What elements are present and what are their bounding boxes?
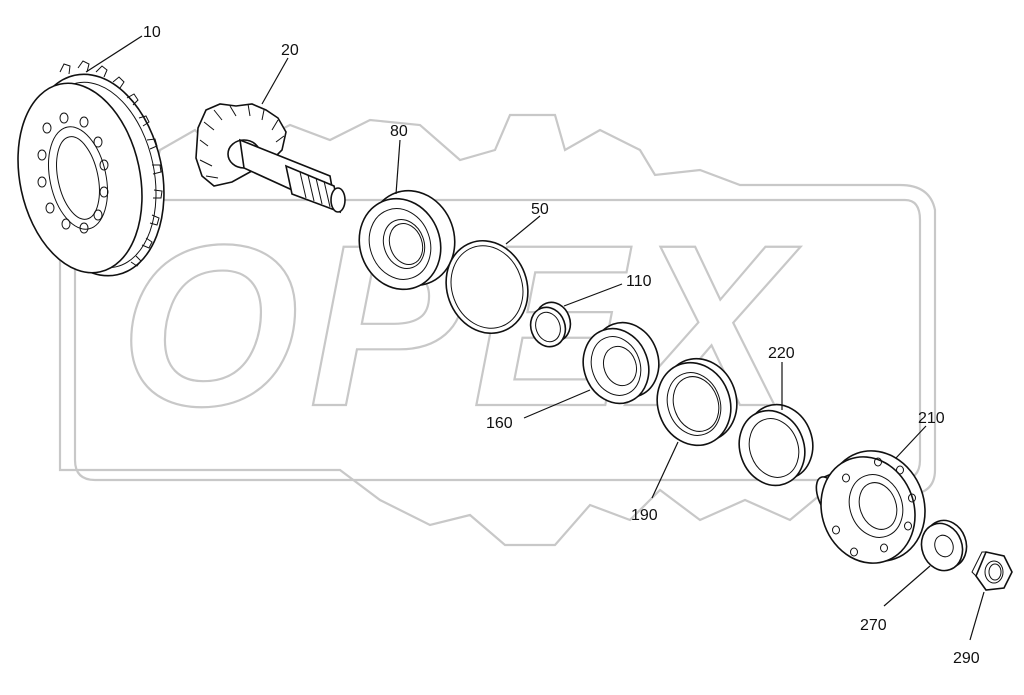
- part-110-spacer: [529, 301, 572, 348]
- part-290-nut: [971, 551, 1013, 591]
- callout-190[interactable]: 190: [631, 507, 658, 524]
- part-20-pinion-shaft: [195, 103, 346, 214]
- leader-110: [563, 283, 623, 307]
- part-10-ring-gear: [17, 60, 165, 277]
- leader-290: [969, 591, 985, 641]
- part-270-washer: [920, 519, 968, 572]
- callout-80[interactable]: 80: [390, 123, 408, 140]
- part-190-seal: [656, 357, 738, 447]
- ring-gear-bolt-holes: [37, 112, 109, 234]
- leader-20: [261, 57, 289, 105]
- ring-gear-teeth: [59, 60, 163, 267]
- part-220-dust-cover: [738, 403, 814, 487]
- callout-20[interactable]: 20: [281, 42, 299, 59]
- leader-160: [523, 389, 591, 419]
- leader-210: [895, 425, 927, 459]
- part-210-flange: [815, 450, 926, 564]
- leader-190: [651, 441, 679, 499]
- leader-lines: [85, 35, 985, 641]
- callout-160[interactable]: 160: [486, 415, 513, 432]
- flange-bolt-holes: [832, 457, 916, 557]
- part-80-bearing: [358, 189, 456, 291]
- callout-labels: 10 20 80 50 110 160 220 190 210 270 290: [143, 24, 980, 667]
- callout-110[interactable]: 110: [626, 273, 652, 290]
- callout-290[interactable]: 290: [953, 650, 980, 667]
- callout-10[interactable]: 10: [143, 24, 161, 41]
- callout-270[interactable]: 270: [860, 617, 887, 634]
- part-160-bearing: [582, 321, 660, 405]
- callout-50[interactable]: 50: [531, 201, 549, 218]
- callout-220[interactable]: 220: [768, 345, 795, 362]
- callout-210[interactable]: 210: [918, 410, 945, 427]
- leader-10: [85, 35, 143, 73]
- part-50-shim-ring: [445, 239, 529, 335]
- leader-270: [883, 565, 931, 607]
- leader-50: [505, 215, 541, 245]
- leader-80: [395, 139, 401, 195]
